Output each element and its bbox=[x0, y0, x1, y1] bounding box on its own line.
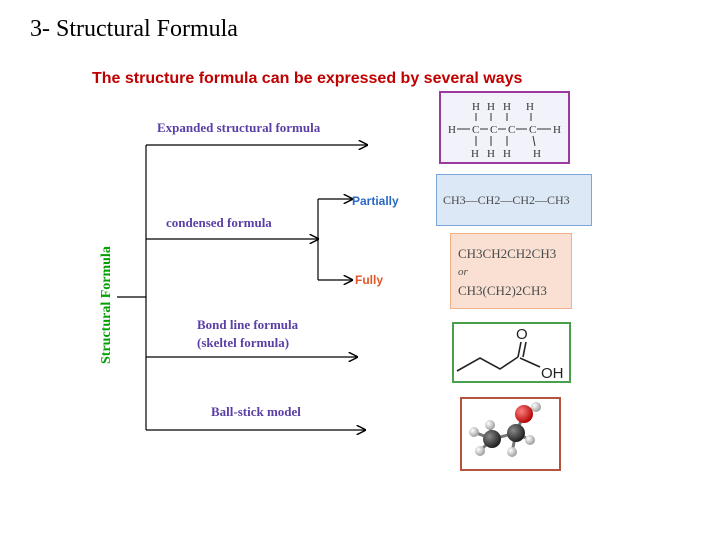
oxygen-atom bbox=[515, 405, 533, 423]
hydrogen-atom bbox=[469, 427, 479, 437]
skeletal-formula-example: O OH bbox=[452, 322, 571, 383]
partially-condensed-example: CH3—CH2—CH2—CH3 bbox=[436, 174, 592, 226]
carbon-1: C bbox=[472, 124, 479, 136]
hydroxyl-label: OH bbox=[541, 365, 564, 381]
bottom-h-2: H bbox=[487, 148, 495, 160]
oxygen-label: O bbox=[516, 326, 528, 343]
headline: The structure formula can be expressed b… bbox=[92, 70, 523, 87]
top-h-3: H bbox=[503, 101, 511, 113]
fully-condensed-example: CH3CH2CH2CH3 or CH3(CH2)2CH3 bbox=[450, 233, 572, 309]
carbon-2: C bbox=[490, 124, 497, 136]
expanded-formula-example: H H H H H C C C C H H H H H bbox=[439, 91, 570, 164]
hydrogen-atom bbox=[507, 447, 517, 457]
or-label: or bbox=[458, 266, 468, 278]
fully-condensed-formula-2: CH3(CH2)2CH3 bbox=[458, 283, 547, 298]
partially-label: Partially bbox=[352, 194, 399, 208]
carbon-atom bbox=[507, 424, 525, 442]
top-h-1: H bbox=[472, 101, 480, 113]
slide-title: 3- Structural Formula bbox=[30, 16, 238, 42]
top-h-2: H bbox=[487, 101, 495, 113]
condensed-formula-label: condensed formula bbox=[166, 215, 272, 230]
expanded-formula-drawing: H H H H H C C C C H H H H H bbox=[448, 101, 561, 160]
hydrogen-atom bbox=[531, 402, 541, 412]
skeletal-formula-drawing: O OH bbox=[456, 326, 564, 382]
hydrogen-atom bbox=[525, 435, 535, 445]
bottom-h-3: H bbox=[503, 148, 511, 160]
bond-line-formula-label: Bond line formula bbox=[197, 317, 299, 332]
hydrogen-atom bbox=[485, 420, 495, 430]
fully-label: Fully bbox=[355, 273, 384, 287]
carbon-3: C bbox=[508, 124, 515, 136]
partially-condensed-formula: CH3—CH2—CH2—CH3 bbox=[443, 193, 570, 207]
ball-stick-model-label: Ball-stick model bbox=[211, 404, 301, 419]
carbon-atom bbox=[483, 430, 501, 448]
fully-condensed-formula-1: CH3CH2CH2CH3 bbox=[458, 246, 557, 261]
expanded-formula-label: Expanded structural formula bbox=[157, 120, 321, 135]
ball-stick-model-example bbox=[460, 397, 561, 471]
bottom-h-1: H bbox=[471, 148, 479, 160]
ball-stick-model-drawing bbox=[469, 402, 541, 457]
bottom-h-4: H bbox=[533, 148, 541, 160]
top-h-4: H bbox=[526, 101, 534, 113]
carbon-4: C bbox=[529, 124, 536, 136]
left-h: H bbox=[448, 124, 456, 136]
skeletal-formula-label: (skeltel formula) bbox=[197, 335, 290, 350]
hydrogen-atom bbox=[475, 446, 485, 456]
right-h: H bbox=[553, 124, 561, 136]
